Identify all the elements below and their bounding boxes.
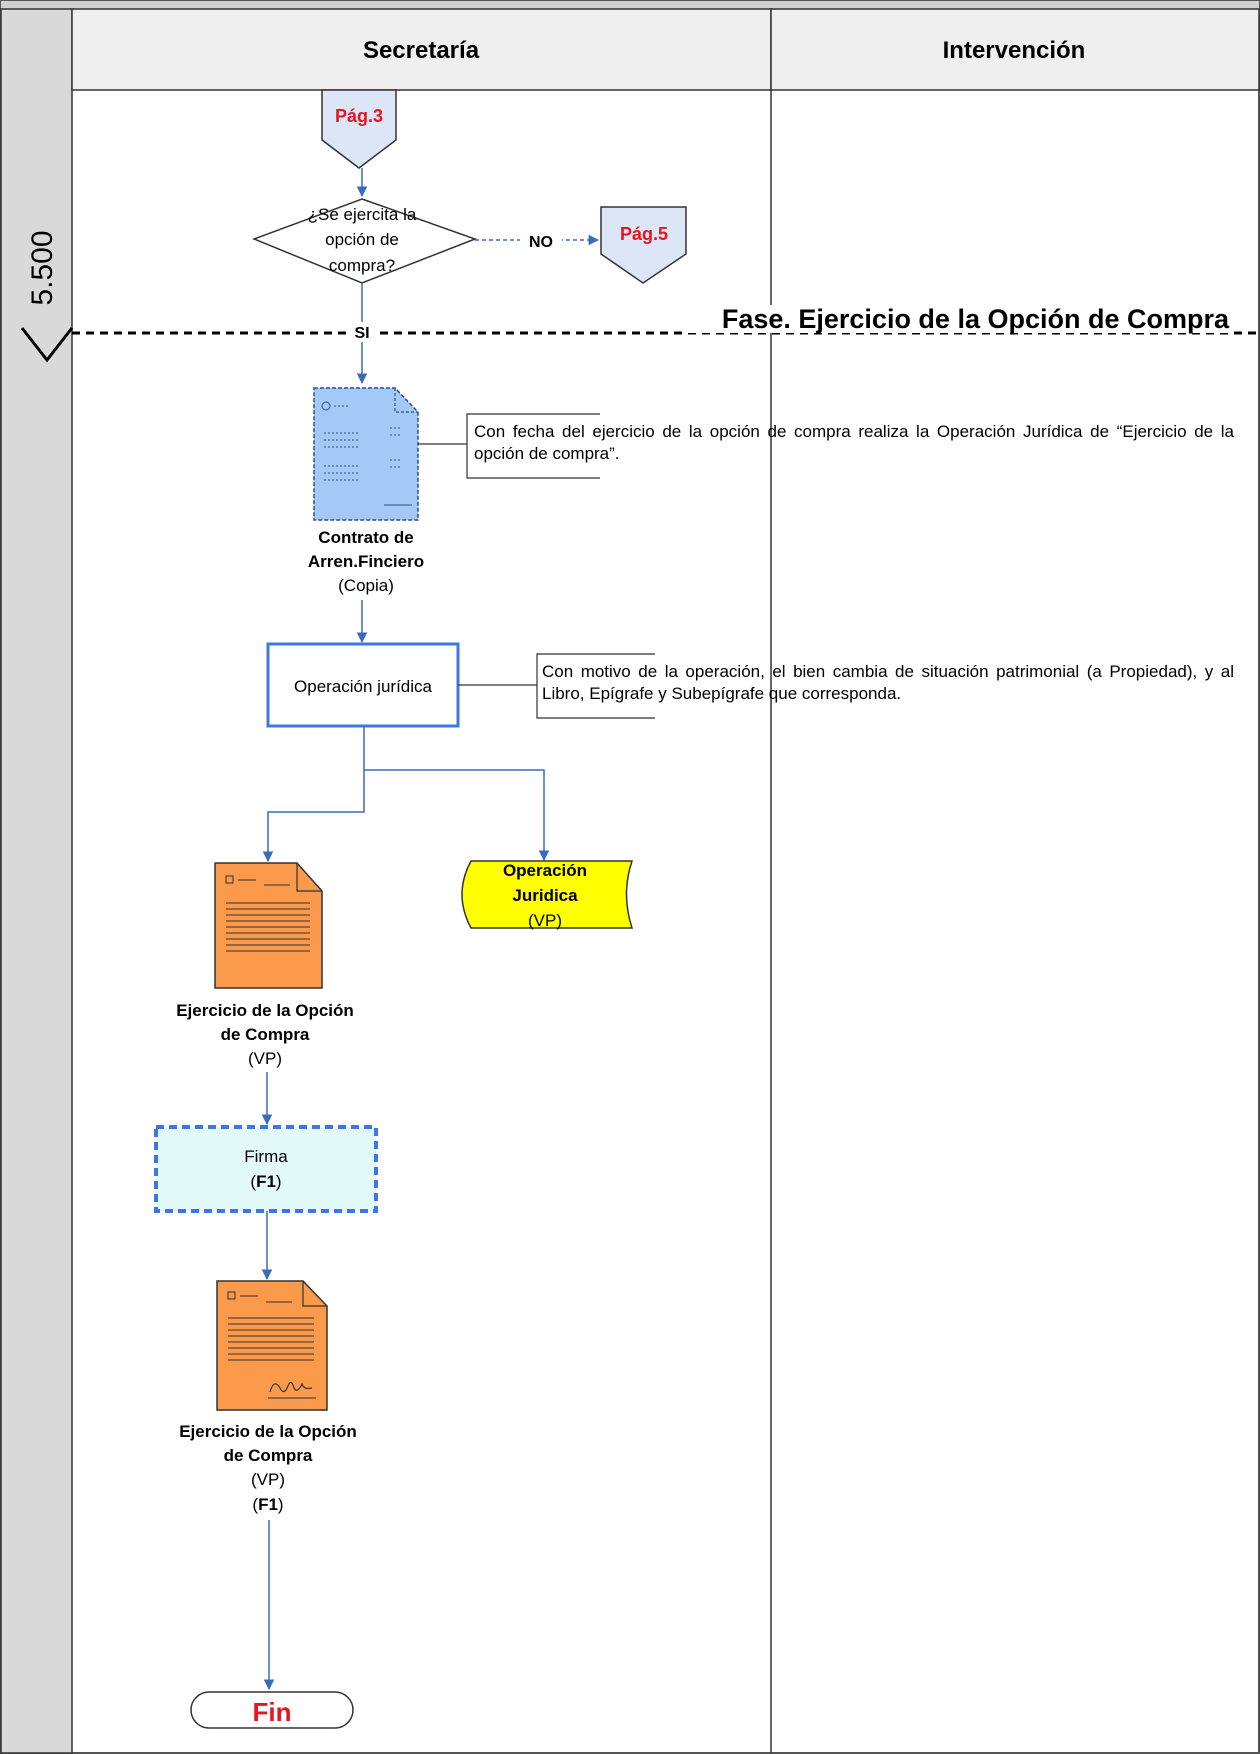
ejercicio-2-code-line: (F1) <box>252 1495 283 1514</box>
firma-code: F1 <box>256 1172 276 1191</box>
document-ejercicio-1-fold <box>296 863 322 892</box>
contrato-title-line-2: Arren.Finciero <box>308 552 424 571</box>
storage-operacion-juridica <box>461 860 634 929</box>
header-secretaria <box>71 8 772 91</box>
firma-label: Firma <box>244 1147 288 1166</box>
ejercicio-1-title-line-2: de Compra <box>221 1025 310 1044</box>
decision-si-label: SI <box>354 325 369 342</box>
ejercicio-2-title-line-1: Ejercicio de la Opción <box>179 1422 357 1441</box>
terminator-fin <box>190 1691 354 1729</box>
decision-line-3: compra? <box>329 256 395 275</box>
document-ejercicio-2-lines <box>227 1291 314 1361</box>
document-contrato-lines <box>321 401 412 506</box>
offpage-label-pag3: Pág.3 <box>335 106 383 126</box>
ejercicio-2-subtitle: (VP) <box>251 1470 285 1489</box>
contrato-title-line-1: Contrato de <box>318 528 413 547</box>
storage-line-1: Operación <box>503 861 587 880</box>
phase-title-bg <box>688 305 1228 333</box>
lane-title-secretaria: Secretaría <box>363 37 480 64</box>
offpage-label-pag5: Pág.5 <box>620 224 668 244</box>
decision-line-1: ¿Se ejercita la <box>308 205 417 224</box>
top-strip <box>1 1 1259 9</box>
contrato-subtitle: (Copia) <box>338 576 394 595</box>
decision-no-label: NO <box>529 234 553 251</box>
note-1-text: Con fecha del ejercicio de la opción de … <box>474 422 1234 463</box>
lane-title-intervencion: Intervención <box>943 37 1086 64</box>
document-ejercicio-2 <box>216 1280 328 1411</box>
terminator-label: Fin <box>253 1697 292 1727</box>
document-ejercicio-2-fold <box>302 1281 327 1307</box>
section-code: 5.500 <box>26 230 59 305</box>
section-chevron-icon <box>20 327 74 363</box>
phase-title: Fase. Ejercicio de la Opción de Compra <box>722 304 1230 334</box>
document-contrato-fold <box>394 388 418 413</box>
decision-line-2: opción de <box>325 230 399 249</box>
ejercicio-2-title-line-2: de Compra <box>224 1446 313 1465</box>
storage-line-2: Juridica <box>512 886 578 905</box>
note-1-bracket <box>466 413 600 479</box>
document-contrato <box>313 387 419 521</box>
document-ejercicio-1 <box>214 862 323 989</box>
arrow-operacion-to-ejercicio <box>262 726 365 863</box>
firma-code-line: (F1) <box>250 1172 281 1191</box>
no-label-bg <box>520 229 562 251</box>
note-2-bracket <box>536 653 655 719</box>
ejercicio-2-code: F1 <box>258 1495 278 1514</box>
ejercicio-1-subtitle: (VP) <box>248 1049 282 1068</box>
document-ejercicio-1-lines <box>225 875 310 952</box>
process-firma <box>154 1125 378 1213</box>
note-2-text: Con motivo de la operación, el bien camb… <box>542 662 1234 703</box>
arrow-operacion-to-storage <box>364 769 550 862</box>
offpage-connector-pag3 <box>321 89 397 169</box>
signature-icon <box>269 1381 313 1393</box>
si-label-bg <box>348 322 376 342</box>
ejercicio-1-title-line-1: Ejercicio de la Opción <box>176 1001 354 1020</box>
storage-subtitle: (VP) <box>528 911 562 930</box>
process-operacion-label: Operación jurídica <box>294 677 433 696</box>
side-bar <box>0 8 73 1754</box>
header-intervencion <box>770 8 1260 91</box>
offpage-connector-pag5 <box>600 206 687 284</box>
